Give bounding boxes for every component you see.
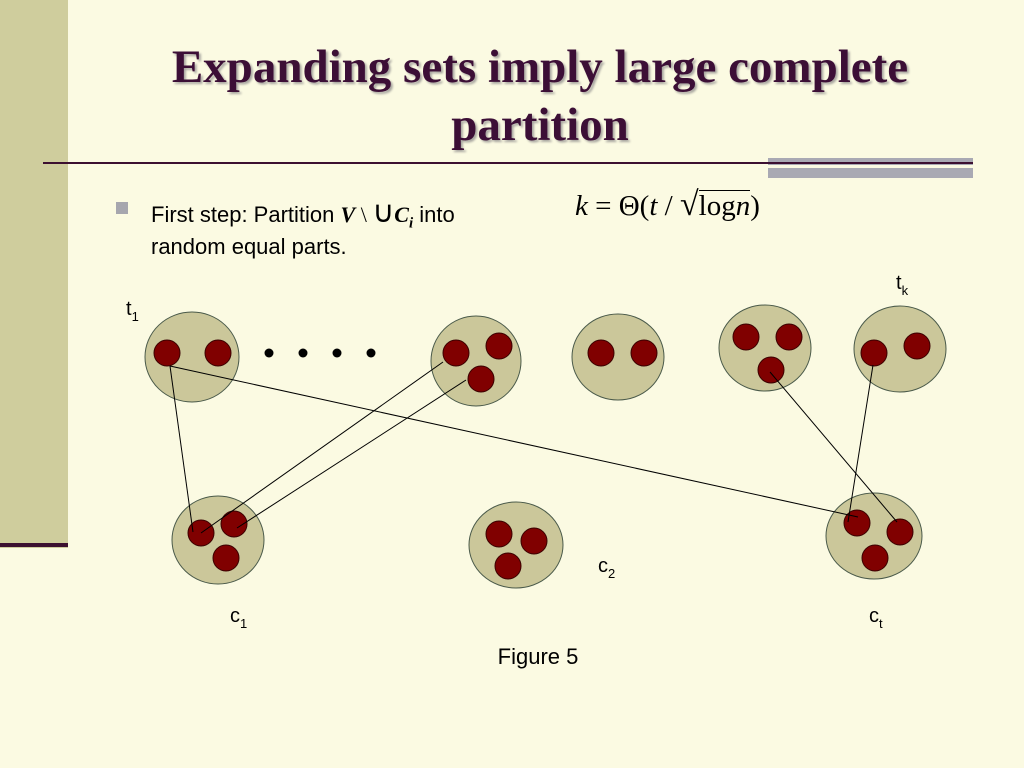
- cluster-top-2-node-3: [467, 365, 495, 393]
- ellipsis-dot-1: [264, 348, 274, 358]
- cluster-t1-ellipse: [144, 311, 240, 403]
- bullet-text-line-2: random equal parts.: [151, 234, 347, 259]
- formula-radicand: logn: [698, 190, 751, 222]
- bullet-suffix: into: [413, 202, 455, 227]
- set-v: V: [340, 202, 356, 227]
- cluster-c1-node-2: [220, 510, 248, 538]
- ellipsis-dot-3: [332, 348, 342, 358]
- cluster-ct-node-3: [861, 544, 889, 572]
- cluster-ct: [825, 492, 923, 580]
- slide-title: Expanding sets imply large complete part…: [70, 38, 1010, 154]
- edge-6: [847, 364, 874, 523]
- cluster-top-2-node-2: [485, 332, 513, 360]
- cluster-tk-node-1: [860, 339, 888, 367]
- bullet-prefix: First step: Partition: [151, 202, 341, 227]
- set-c: C: [394, 202, 409, 227]
- title-rule-accent-gap: [768, 165, 973, 168]
- formula-eq-theta: = Θ(: [587, 190, 650, 222]
- slide-title-line-2: partition: [451, 99, 629, 151]
- set-minus: \: [355, 202, 373, 227]
- slide-title-line-1: Expanding sets imply large complete: [171, 41, 909, 93]
- ellipsis-dot-4: [366, 348, 376, 358]
- cluster-tk-node-2: [903, 332, 931, 360]
- cluster-c1: [171, 495, 265, 585]
- ellipsis-dot-2: [298, 348, 308, 358]
- edge-4: [236, 379, 467, 529]
- cluster-top-3-node-2: [630, 339, 658, 367]
- cluster-tk-ellipse: [853, 305, 947, 393]
- cluster-top-3-ellipse: [571, 313, 665, 401]
- cluster-ct-node-2: [886, 518, 914, 546]
- formula-slash: /: [657, 190, 680, 222]
- union-symbol: ∪: [372, 196, 395, 229]
- clusters-group: [144, 304, 947, 589]
- label-ct-main: c: [869, 605, 879, 627]
- cluster-top-2: [430, 315, 522, 407]
- sqrt-icon: √: [679, 186, 699, 223]
- cluster-top-3: [571, 313, 665, 401]
- cluster-c2-node-2: [520, 527, 548, 555]
- cluster-c1-ellipse: [171, 495, 265, 585]
- label-tk-main: t: [896, 272, 902, 294]
- cluster-t1: [144, 311, 240, 403]
- cluster-c2-node-1: [485, 520, 513, 548]
- cluster-top-3-node-1: [587, 339, 615, 367]
- label-tk: tk: [896, 272, 909, 298]
- bullet-square-icon: [116, 202, 128, 214]
- edge-2: [169, 365, 859, 518]
- formula-t: t: [649, 190, 658, 222]
- cluster-c2: [468, 501, 564, 589]
- edge-3: [200, 361, 444, 534]
- set-c-subscript: i: [408, 215, 414, 232]
- label-t1-main: t: [126, 298, 132, 320]
- left-decorative-band: [0, 0, 68, 548]
- cluster-top-4-node-1: [732, 323, 760, 351]
- k-formula: k = Θ(t / √logn): [575, 186, 760, 224]
- formula-log: log: [698, 190, 736, 222]
- label-t1-sub: 1: [132, 309, 139, 324]
- label-tk-sub: k: [902, 283, 909, 298]
- label-c2-sub: 2: [608, 566, 615, 581]
- cluster-top-2-node-1: [442, 339, 470, 367]
- cluster-t1-node-2: [204, 339, 232, 367]
- cluster-tk: [853, 305, 947, 393]
- cluster-c1-node-3: [212, 544, 240, 572]
- ellipsis-dots: [264, 348, 376, 358]
- label-c1-sub: 1: [240, 616, 247, 631]
- label-c1: c1: [230, 605, 247, 631]
- title-rule: [43, 162, 973, 164]
- cluster-ct-node-1: [843, 509, 871, 537]
- cluster-top-4: [718, 304, 812, 392]
- label-c1-main: c: [230, 605, 240, 627]
- label-c2-main: c: [598, 555, 608, 577]
- edge-5: [769, 371, 898, 523]
- formula-k: k: [575, 190, 588, 222]
- label-c2: c2: [598, 555, 615, 581]
- label-ct: ct: [869, 605, 883, 631]
- cluster-t1-node-1: [153, 339, 181, 367]
- formula-close-paren: ): [750, 190, 760, 222]
- cluster-c2-node-3: [494, 552, 522, 580]
- cluster-top-4-node-3: [757, 356, 785, 384]
- edges-group: [169, 361, 898, 534]
- left-band-rule: [0, 543, 68, 547]
- formula-n: n: [735, 190, 751, 222]
- edge-1: [169, 365, 194, 533]
- cluster-top-2-ellipse: [430, 315, 522, 407]
- figure-caption: Figure 5: [498, 644, 579, 669]
- label-ct-sub: t: [879, 616, 883, 631]
- cluster-top-4-node-2: [775, 323, 803, 351]
- bullet-text-line-1: First step: Partition V \ ∪Ci into: [151, 195, 455, 232]
- label-t1: t1: [126, 298, 139, 324]
